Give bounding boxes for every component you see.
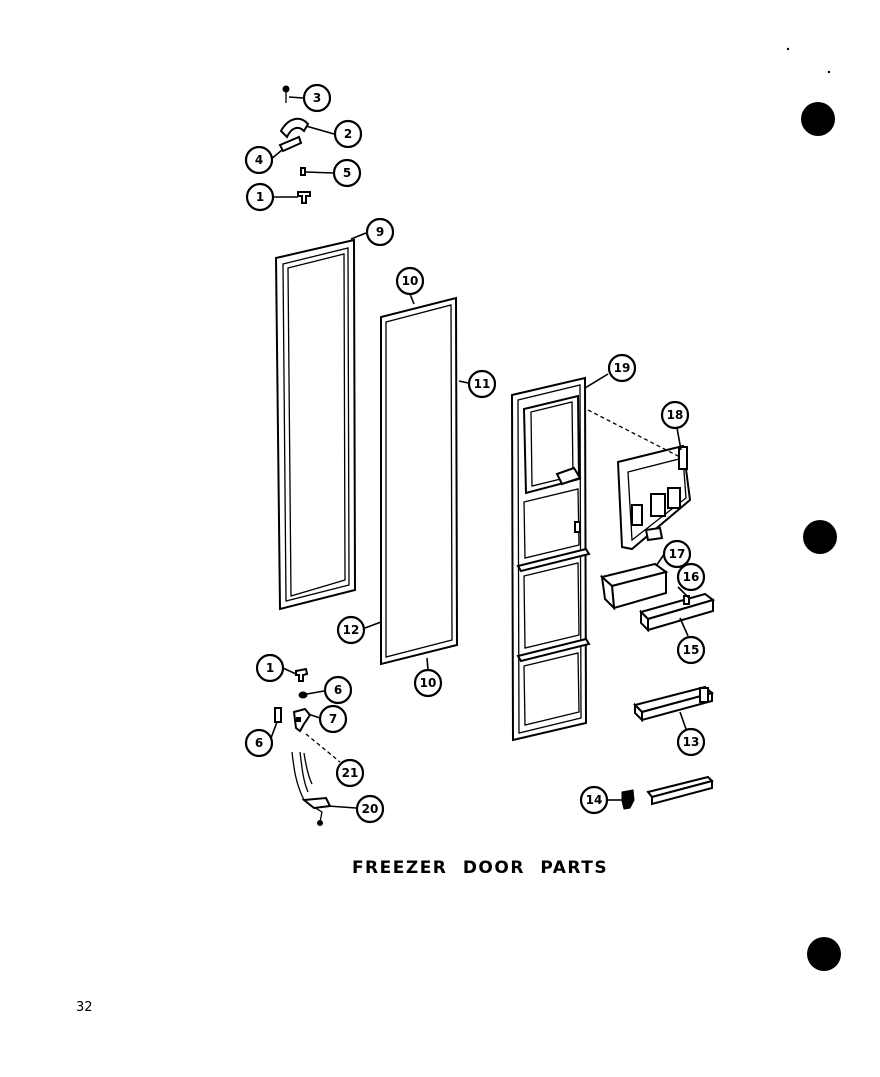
callout-6-right: 6 (323, 675, 353, 705)
callout-15: 15 (676, 635, 706, 665)
binder-hole-middle (803, 520, 837, 554)
callout-14: 14 (579, 785, 609, 815)
callout-label: 5 (343, 166, 351, 180)
callout-label: 10 (420, 676, 437, 690)
door-gasket-9 (274, 238, 357, 611)
callout-label: 10 (402, 274, 419, 288)
callout-label: 11 (474, 377, 491, 391)
binder-hole-bottom (807, 937, 841, 971)
speck (786, 47, 790, 51)
trim-strip-14 (621, 775, 714, 810)
callout-1-bottom: 1 (255, 653, 285, 683)
shelf-retainer-15 (639, 592, 716, 633)
callout-13: 13 (676, 727, 706, 757)
callout-5: 5 (332, 158, 362, 188)
hinge-shim-4 (278, 135, 303, 153)
hinge-pin-5 (300, 167, 306, 176)
dispenser-housing-18 (587, 409, 692, 551)
shelf-bar-13 (633, 685, 715, 723)
inner-door-panel-19 (510, 376, 591, 742)
callout-12: 12 (336, 615, 366, 645)
callout-label: 12 (343, 623, 360, 637)
speck (827, 70, 831, 74)
callout-17: 17 (662, 539, 692, 569)
callout-label: 6 (255, 736, 263, 750)
callout-10-bottom: 10 (413, 668, 443, 698)
callout-11: 11 (467, 369, 497, 399)
callout-18: 18 (660, 400, 690, 430)
callout-label: 7 (329, 712, 337, 726)
lower-hinge-hardware (274, 667, 332, 826)
hinge-bracket-2 (279, 117, 310, 139)
callout-label: 19 (614, 361, 631, 375)
callout-label: 2 (344, 127, 352, 141)
callout-19: 19 (607, 353, 637, 383)
shelf-bin-17 (599, 562, 669, 611)
callout-label: 15 (683, 643, 700, 657)
callout-9: 9 (365, 217, 395, 247)
callout-label: 17 (669, 547, 686, 561)
page-number: 32 (76, 1000, 93, 1015)
callout-label: 14 (586, 793, 603, 807)
dispenser-lever (555, 466, 582, 486)
callout-label: 3 (313, 91, 321, 105)
binder-hole-top (801, 102, 835, 136)
leader-lines (269, 96, 690, 809)
callout-label: 6 (334, 683, 342, 697)
callout-label: 13 (683, 735, 700, 749)
hinge-bolt-1 (297, 191, 311, 204)
callout-7: 7 (318, 704, 348, 734)
callout-2: 2 (333, 119, 363, 149)
callout-1-top: 1 (245, 182, 275, 212)
callout-16: 16 (676, 562, 706, 592)
door-liner-11 (380, 296, 459, 666)
callout-4: 4 (244, 145, 274, 175)
callout-21: 21 (335, 758, 365, 788)
callout-label: 1 (256, 190, 264, 204)
callout-label: 18 (667, 408, 684, 422)
callout-label: 1 (266, 661, 274, 675)
callout-label: 4 (255, 153, 263, 167)
callout-label: 16 (683, 570, 700, 584)
callout-label: 20 (362, 802, 379, 816)
callout-label: 9 (376, 225, 384, 239)
top-hinge-assembly (278, 85, 311, 204)
callout-6-left: 6 (244, 728, 274, 758)
diagram-title: FREEZER DOOR PARTS (351, 858, 609, 878)
callout-20: 20 (355, 794, 385, 824)
callout-10-top: 10 (395, 266, 425, 296)
callout-label: 21 (342, 766, 359, 780)
callout-3: 3 (302, 83, 332, 113)
hinge-screw-3 (282, 85, 290, 93)
